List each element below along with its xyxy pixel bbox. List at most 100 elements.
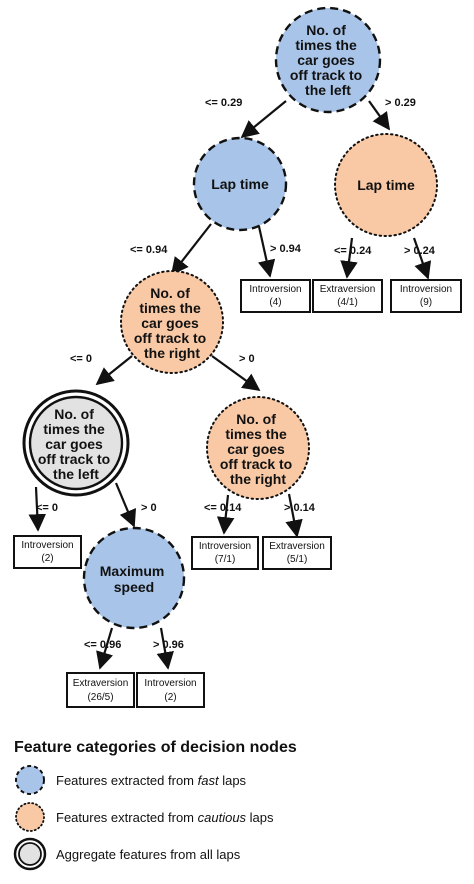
node-label: Maximum speed [100, 563, 168, 595]
node-off-track-right-1: No. of times the car goes off track to t… [120, 270, 224, 374]
edge-label-root-left: <= 0.29 [205, 97, 242, 109]
node-line: times the [43, 421, 105, 437]
legend-emphasis: fast [198, 773, 220, 788]
leaf-introversion-9: Introversion (9) [390, 279, 462, 313]
node-line: speed [114, 579, 154, 595]
leaf-count: (2) [164, 692, 176, 703]
node-circle [192, 136, 288, 232]
leaf-introversion-4: Introversion (4) [240, 279, 311, 313]
leaf-box [390, 279, 462, 313]
edge-lapcaut-left [340, 237, 358, 279]
edge-label-speed-left: <= 0.96 [84, 639, 121, 651]
legend-text: Features extracted from [56, 810, 198, 825]
node-line: car goes [297, 52, 355, 68]
edge-label-lapcaut-right: > 0.24 [404, 245, 436, 257]
node-circle [120, 270, 224, 374]
leaf-label: Introversion [400, 284, 452, 295]
node-line: off track to [290, 67, 362, 83]
leaf-box [191, 536, 259, 570]
legend-swatch-cautious [15, 802, 45, 832]
edge-agg-left [28, 486, 47, 532]
node-label: No. of times the car goes off track to t… [220, 411, 296, 487]
leaf-label: Extraversion [73, 678, 129, 689]
leaf-label: Introversion [21, 540, 73, 551]
node-line: the right [144, 345, 200, 361]
leaf-count: (7/1) [215, 554, 236, 565]
node-line: car goes [227, 441, 285, 457]
edge-label-right2-right: > 0.14 [284, 502, 316, 514]
legend-label-cautious: Features extracted from cautious laps [56, 810, 274, 825]
edge-label-lapfast-left: <= 0.94 [130, 244, 168, 256]
leaf-box [240, 279, 311, 313]
leaf-introversion-2a: Introversion (2) [13, 535, 82, 569]
edge-root-right [368, 100, 391, 131]
edge-root-left [240, 100, 287, 139]
edge-label-agg-right: > 0 [141, 502, 157, 514]
node-line: the left [53, 466, 99, 482]
node-line: Maximum [100, 563, 165, 579]
legend-label-fast: Features extracted from fast laps [56, 773, 247, 788]
node-circle [334, 133, 438, 237]
edge-lapfast-left [170, 223, 212, 276]
edge-right1-right [211, 355, 261, 392]
node-line: off track to [38, 451, 110, 467]
edge-lapfast-right [256, 221, 276, 278]
legend-text: laps [246, 810, 274, 825]
node-line: car goes [45, 436, 103, 452]
edge-label-agg-left: <= 0 [36, 502, 58, 514]
leaf-count: (26/5) [87, 692, 113, 703]
leaf-box [136, 672, 205, 708]
node-line: No. of [54, 406, 94, 422]
leaf-label: Introversion [144, 678, 196, 689]
leaf-count: (2) [41, 553, 53, 564]
legend-swatch-fast [15, 765, 45, 795]
node-label: No. of times the car goes off track to t… [134, 285, 210, 361]
legend-title: Feature categories of decision nodes [14, 739, 297, 756]
node-line: times the [225, 426, 287, 442]
legend-text: Features extracted from [56, 773, 198, 788]
leaf-introversion-2b: Introversion (2) [136, 672, 205, 708]
legend: Feature categories of decision nodes Fea… [13, 739, 297, 871]
node-off-track-left-aggregate: No. of times the car goes off track to t… [22, 389, 130, 497]
node-line: times the [295, 37, 357, 53]
node-maximum-speed: Maximum speed [82, 526, 186, 630]
leaf-count: (4/1) [337, 297, 358, 308]
node-lap-time-fast: Lap time [192, 136, 288, 232]
node-circle [82, 526, 186, 630]
edge-label-root-right: > 0.29 [385, 97, 416, 109]
leaf-box [262, 536, 332, 570]
leaf-label: Extraversion [269, 541, 325, 552]
leaf-extraversion-5-1: Extraversion (5/1) [262, 536, 332, 570]
edge-lapcaut-right [412, 237, 432, 280]
node-lap-time-cautious: Lap time [334, 133, 438, 237]
edge-agg-right [114, 482, 137, 528]
node-off-track-right-2: No. of times the car goes off track to t… [206, 396, 310, 500]
edge-right2-right [285, 493, 303, 538]
leaf-label: Extraversion [320, 284, 376, 295]
leaf-box [66, 672, 135, 708]
edges [28, 100, 432, 670]
leaf-label: Introversion [249, 284, 301, 295]
edge-label-right1-left: <= 0 [70, 353, 92, 365]
legend-label-aggregate: Aggregate features from all laps [56, 847, 241, 862]
node-line: car goes [141, 315, 199, 331]
edge-label-lapfast-right: > 0.94 [270, 243, 302, 255]
node-label: No. of times the car goes off track to t… [290, 22, 366, 98]
leaf-label: Introversion [199, 541, 251, 552]
node-label: Lap time [211, 176, 269, 192]
node-circle [28, 395, 124, 491]
legend-text: laps [219, 773, 247, 788]
edge-labels: <= 0.29 > 0.29 <= 0.94 > 0.94 <= 0.24 > … [36, 97, 436, 651]
node-line: No. of [150, 285, 190, 301]
node-line: the left [305, 82, 351, 98]
node-circle [206, 396, 310, 500]
node-root: No. of times the car goes off track to t… [274, 6, 382, 114]
node-line: times the [139, 300, 201, 316]
edge-speed-left [96, 627, 114, 670]
leaf-box [312, 279, 383, 313]
legend-emphasis: cautious [198, 810, 247, 825]
leaf-box [13, 535, 82, 569]
edge-label-lapcaut-left: <= 0.24 [334, 245, 372, 257]
edge-speed-right [156, 627, 174, 670]
